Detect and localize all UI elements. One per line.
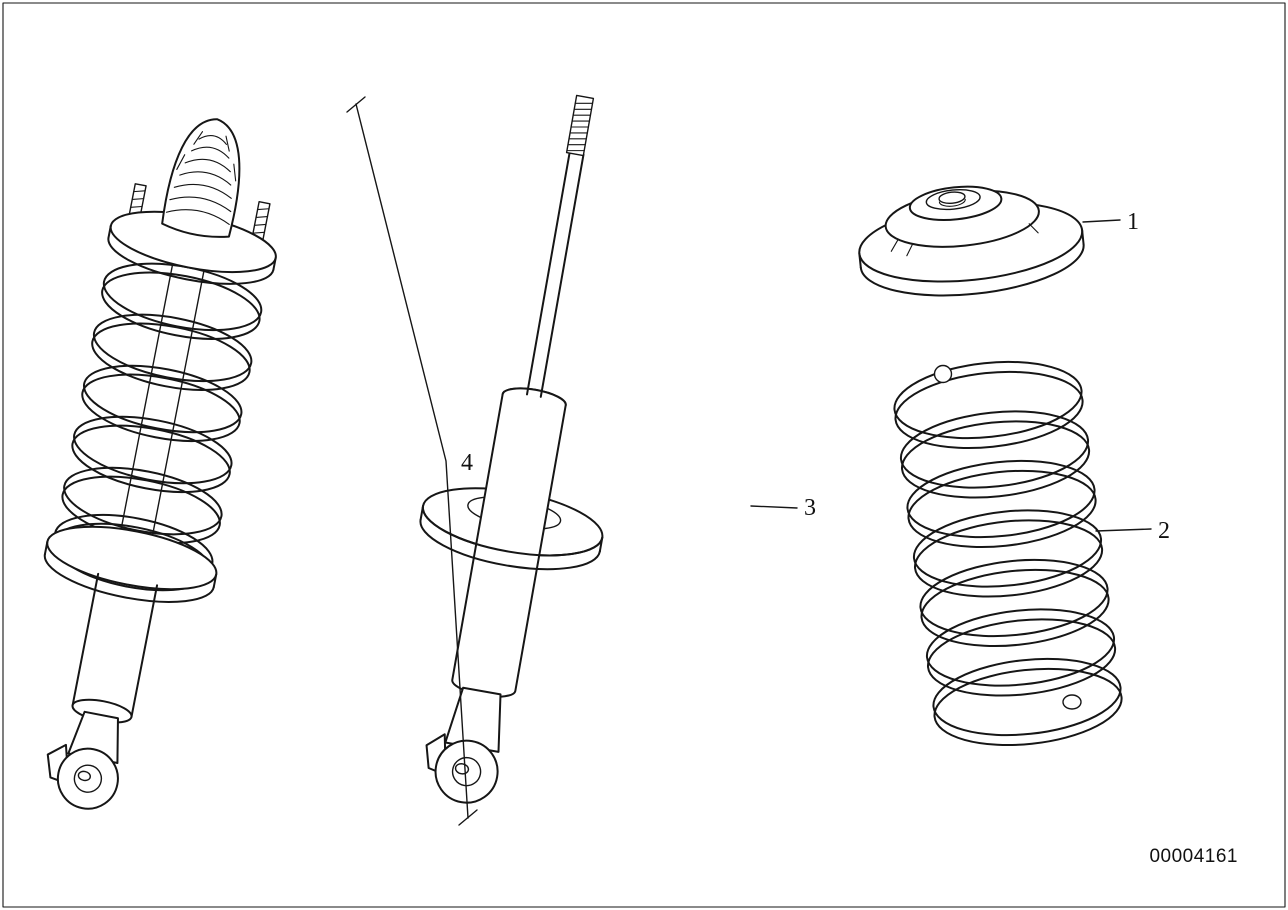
callout-2-label: 2 [1158, 518, 1170, 544]
dome-hatching [165, 131, 237, 226]
spring-coil [919, 558, 1110, 648]
spring-wire-end-bottom [1062, 694, 1082, 710]
spring-seat-ring-rim [419, 505, 604, 571]
callout-1-leader [1082, 219, 1121, 223]
part-drawing-coil-spring [893, 360, 1123, 747]
spring-coil [906, 459, 1097, 549]
lower-eye-mount [46, 710, 119, 810]
threaded-rod-tip [565, 94, 595, 157]
mount-center-hole [938, 191, 966, 207]
drawing-number: 00004161 [1149, 846, 1238, 867]
spring-coil [893, 360, 1084, 450]
callout-1-label: 1 [1127, 209, 1139, 235]
part-drawing-shock-absorber [419, 94, 604, 804]
spring-wire-end-top [933, 364, 953, 384]
mount-flange-rim [858, 229, 1085, 297]
mount-shading [890, 223, 1039, 257]
spring-coil [912, 509, 1104, 598]
lower-spring-seat [43, 525, 218, 603]
piston-shaft [116, 256, 206, 556]
shock-body [71, 572, 159, 724]
callout-3-leader [750, 505, 798, 509]
mount-inner-ring [925, 189, 981, 211]
callout-2-leader [1095, 528, 1152, 532]
part-drawing-spring-strut-assembly [43, 118, 277, 810]
lower-eye-mount [425, 686, 502, 804]
callout-4-label: 4 [461, 450, 473, 476]
spring-coil [899, 410, 1091, 499]
bump-stop-dome [161, 118, 241, 238]
thread-hatching [566, 102, 594, 152]
piston-rod [525, 151, 585, 398]
spring-coil [932, 657, 1123, 747]
callout-3-label: 3 [804, 495, 816, 521]
part-drawing-strut-support-mount [858, 185, 1085, 297]
spring-coil [925, 608, 1117, 697]
callout-4-bracket [346, 96, 478, 826]
